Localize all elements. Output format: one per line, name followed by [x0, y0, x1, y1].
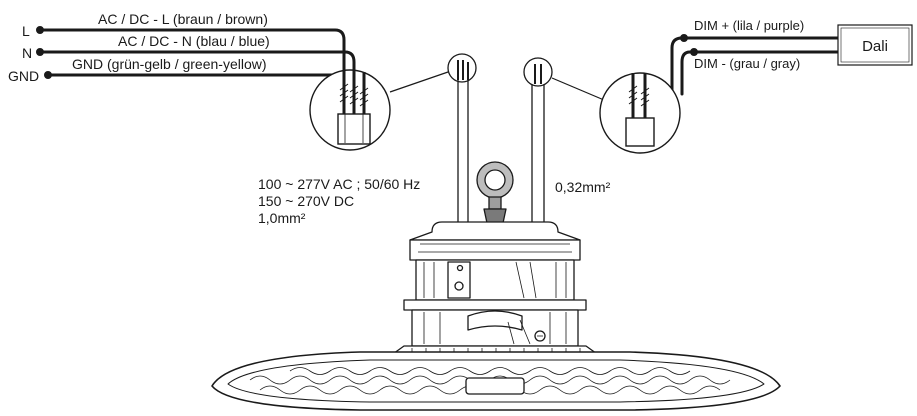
terminal-label-l: L: [22, 23, 30, 39]
wire-label-l: AC / DC - L (braun / brown): [98, 11, 268, 27]
spec-dim-line1: 0,32mm²: [555, 179, 611, 195]
left-magnifier: [309, 69, 449, 151]
left-cable-end: [447, 53, 477, 232]
wire-dim-minus-dot: [690, 48, 698, 56]
terminal-label-n: N: [22, 45, 32, 61]
wire-dim-plus-dot: [680, 34, 688, 42]
wire-n: [38, 50, 356, 94]
terminal-label-gnd: GND: [8, 68, 39, 84]
dali-label: Dali: [862, 38, 888, 55]
spec-power-line3: 1,0mm²: [258, 210, 306, 226]
spec-power-line2: 150 ~ 270V DC: [258, 193, 354, 209]
wire-l: [38, 28, 346, 92]
wire-n-terminal-dot: [36, 48, 44, 56]
high-bay-lamp: [211, 161, 781, 411]
lamp-driver-body: [415, 259, 575, 301]
lamp-top-cap: [409, 221, 581, 241]
lamp-flange: [403, 299, 587, 311]
spec-power-line1: 100 ~ 277V AC ; 50/60 Hz: [258, 176, 420, 192]
right-magnifier: [599, 72, 681, 154]
wire-label-dim-plus: DIM + (lila / purple): [694, 18, 804, 33]
dali-box: [837, 24, 913, 66]
wire-l-terminal-dot: [36, 26, 44, 34]
wire-dim-minus: [680, 50, 840, 96]
right-wire-group: [670, 34, 840, 96]
wire-label-gnd: GND (grün-gelb / green-yellow): [72, 56, 267, 72]
right-cable-end: [523, 57, 605, 232]
wire-label-n: AC / DC - N (blau / blue): [118, 33, 270, 49]
wire-gnd-terminal-dot: [44, 71, 52, 79]
wire-label-dim-minus: DIM - (grau / gray): [694, 56, 800, 71]
